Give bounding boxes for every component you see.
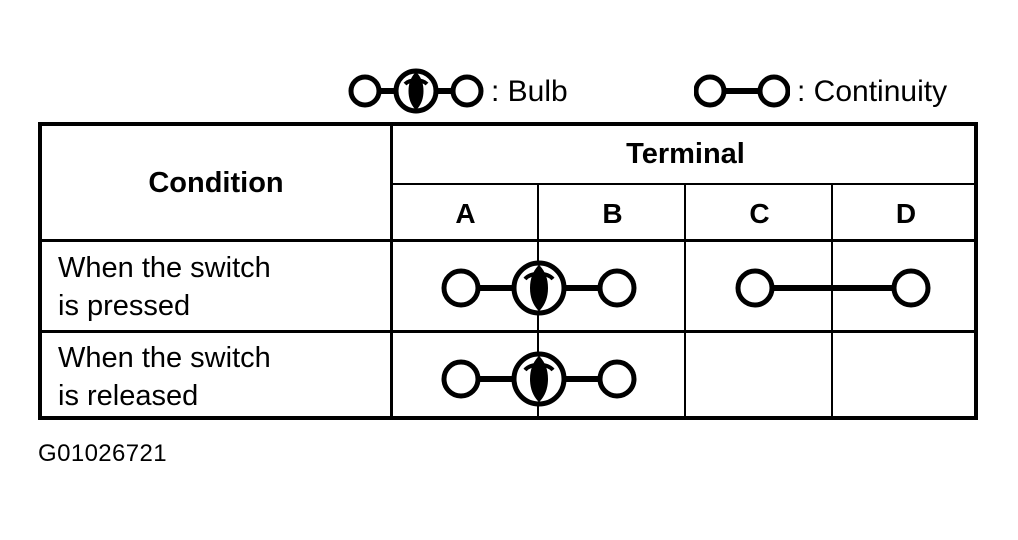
- row-divider-header-body: [42, 239, 974, 242]
- row-divider-terminal-letters: [390, 183, 974, 185]
- condition-line-2: is released: [58, 379, 199, 412]
- condition-line-1: When the switch: [58, 252, 271, 285]
- row2-bulb-connection-ab: [393, 335, 685, 423]
- continuity-symbol: [694, 67, 790, 115]
- legend: : Bulb : Continuity: [0, 62, 1018, 120]
- terminal-header-c: C: [749, 197, 770, 229]
- row-divider-row1-row2: [42, 330, 974, 333]
- legend-item-bulb: : Bulb: [348, 62, 568, 120]
- condition-line-2: is pressed: [58, 290, 191, 322]
- figure-caption: G01026721: [38, 440, 168, 467]
- condition-column-header: Condition: [148, 167, 284, 200]
- legend-item-continuity: : Continuity: [694, 62, 947, 120]
- terminal-header-a: A: [455, 197, 476, 229]
- column-divider-condition-terminal: [390, 126, 393, 416]
- legend-label-bulb: : Bulb: [491, 75, 568, 108]
- condition-line-1: When the switch: [58, 341, 271, 374]
- bulb-symbol: [348, 67, 484, 115]
- switch-continuity-table: Condition Terminal A B C D When the swit…: [38, 122, 978, 420]
- legend-label-continuity: : Continuity: [797, 75, 948, 108]
- column-divider-b-c: [684, 183, 686, 416]
- column-divider-c-d: [831, 183, 833, 416]
- table-row-condition-released: When the switch is released: [58, 335, 388, 420]
- terminal-header-b: B: [602, 197, 623, 229]
- table-row-condition-pressed: When the switch is pressed: [58, 244, 388, 332]
- row1-bulb-connection-ab: [393, 244, 685, 332]
- terminal-header-d: D: [895, 197, 917, 229]
- row1-continuity-connection-cd: [687, 244, 978, 332]
- terminal-column-header: Terminal: [626, 138, 745, 171]
